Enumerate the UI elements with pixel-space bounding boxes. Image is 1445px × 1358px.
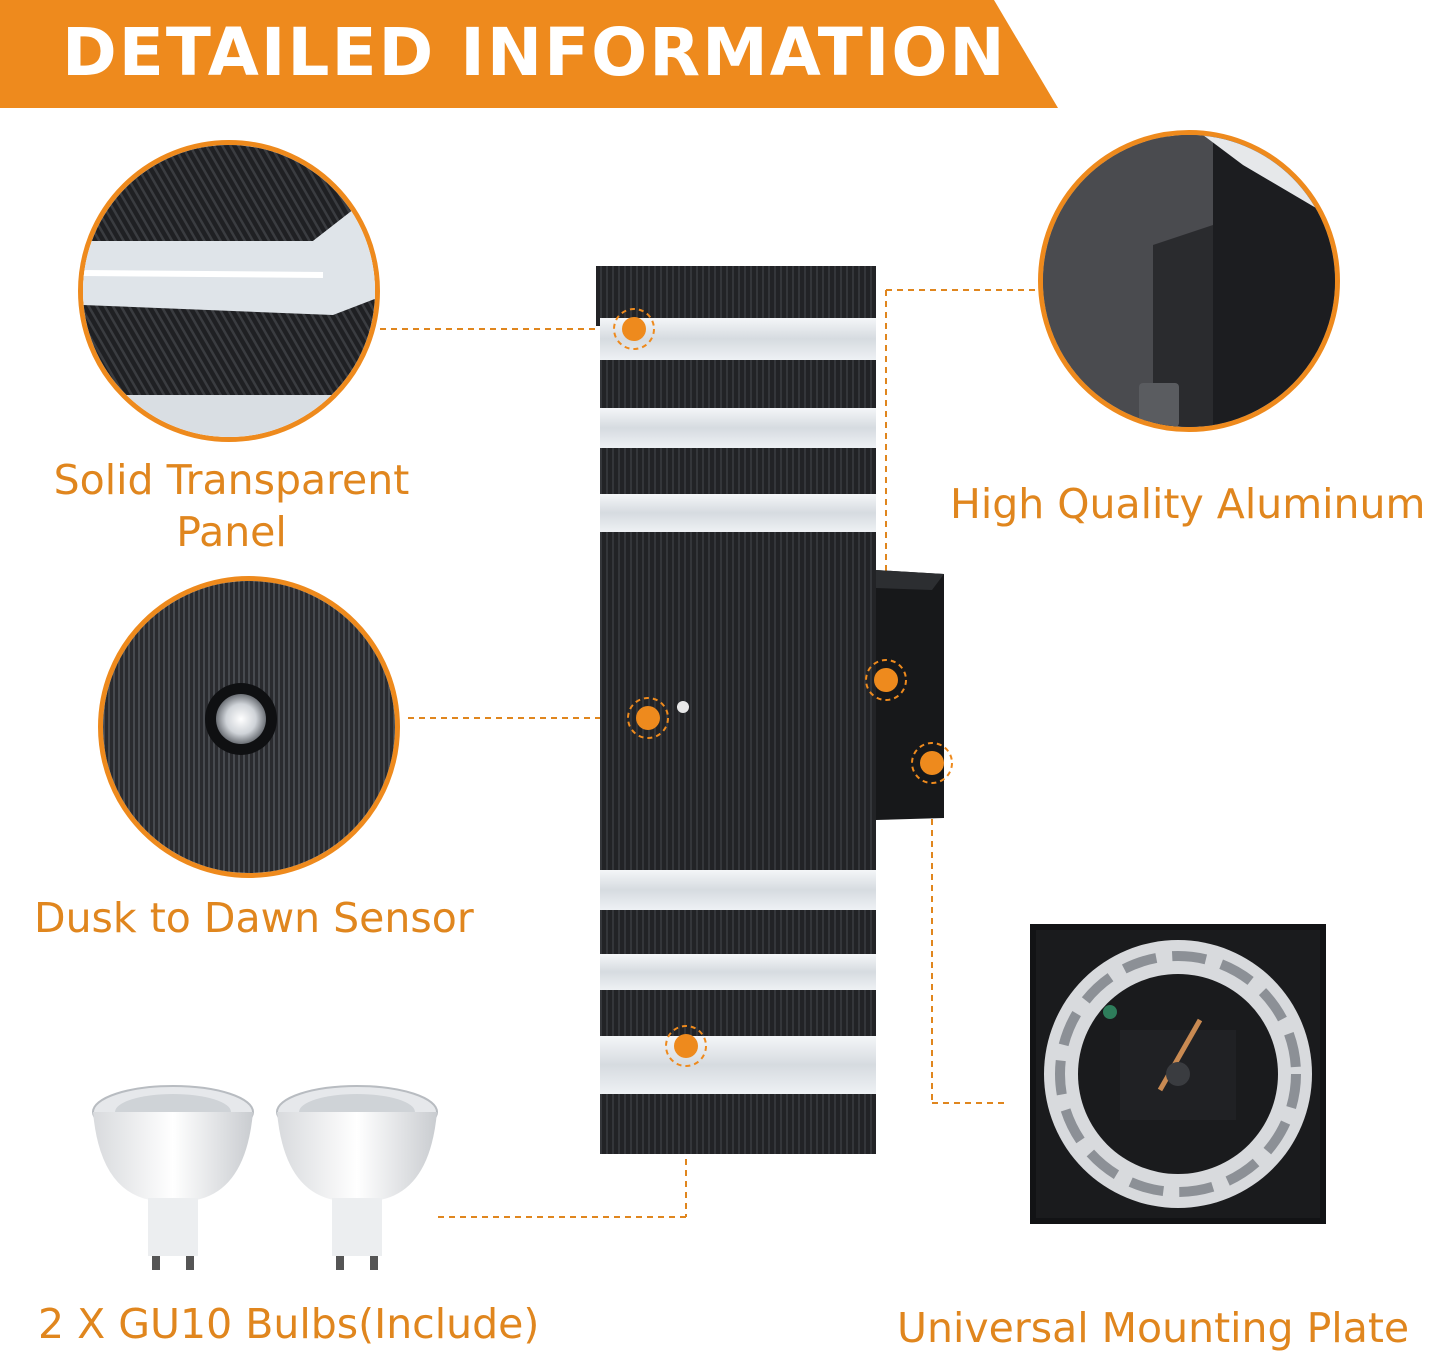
fixture-bottom-cap: [600, 1094, 876, 1154]
glass-band: [600, 1036, 876, 1094]
sensor-label: Dusk to Dawn Sensor: [34, 894, 474, 942]
sensor-icon: [216, 694, 266, 744]
sensor-zoom-circle: [98, 576, 400, 878]
plate-label: Universal Mounting Plate: [897, 1304, 1410, 1352]
bulb-1: [92, 1085, 254, 1270]
glass-band: [600, 954, 876, 990]
callout-markers: [613, 308, 953, 1067]
header-banner: [0, 0, 1058, 108]
fixture-top-cap: [596, 266, 876, 326]
sensor-photo: [103, 581, 395, 873]
panel-label: Solid Transparent Panel: [53, 456, 410, 556]
aluminum-photo: [1043, 135, 1335, 427]
glass-band: [600, 318, 876, 360]
glass-band: [600, 408, 876, 448]
fixture-body: [600, 532, 876, 870]
glass-band: [600, 870, 876, 910]
glass-band: [600, 494, 876, 532]
transparent-panel-photo: [83, 145, 375, 437]
bulb-2: [276, 1085, 438, 1270]
aluminum-zoom-circle: [1038, 130, 1340, 432]
page-title: DETAILED INFORMATION: [62, 14, 1007, 91]
aluminum-label: High Quality Aluminum: [950, 480, 1426, 528]
panel-zoom-circle: [78, 140, 380, 442]
bulbs-label: 2 X GU10 Bulbs(Include): [38, 1300, 540, 1348]
